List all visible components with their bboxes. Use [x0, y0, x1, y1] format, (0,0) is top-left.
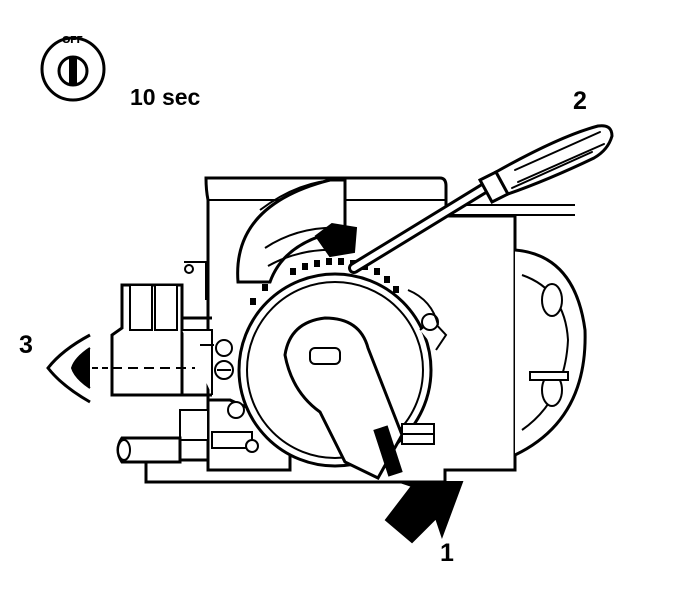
push-arrow-icon [384, 481, 464, 544]
screwdriver [348, 124, 614, 274]
callout-2-label: 2 [573, 87, 587, 115]
adjust-screws [200, 339, 234, 380]
rotation-arrow [314, 222, 358, 258]
view-eye-icon [46, 333, 110, 404]
timer-label: 10 sec [130, 84, 201, 110]
ignition-switch-icon [40, 36, 106, 102]
throttle-lever [283, 316, 435, 480]
sensor-connector [110, 283, 213, 397]
callout-3-label: 3 [19, 331, 33, 359]
ignition-off-label: OFF [62, 35, 83, 46]
callout-1-label: 1 [440, 539, 454, 567]
